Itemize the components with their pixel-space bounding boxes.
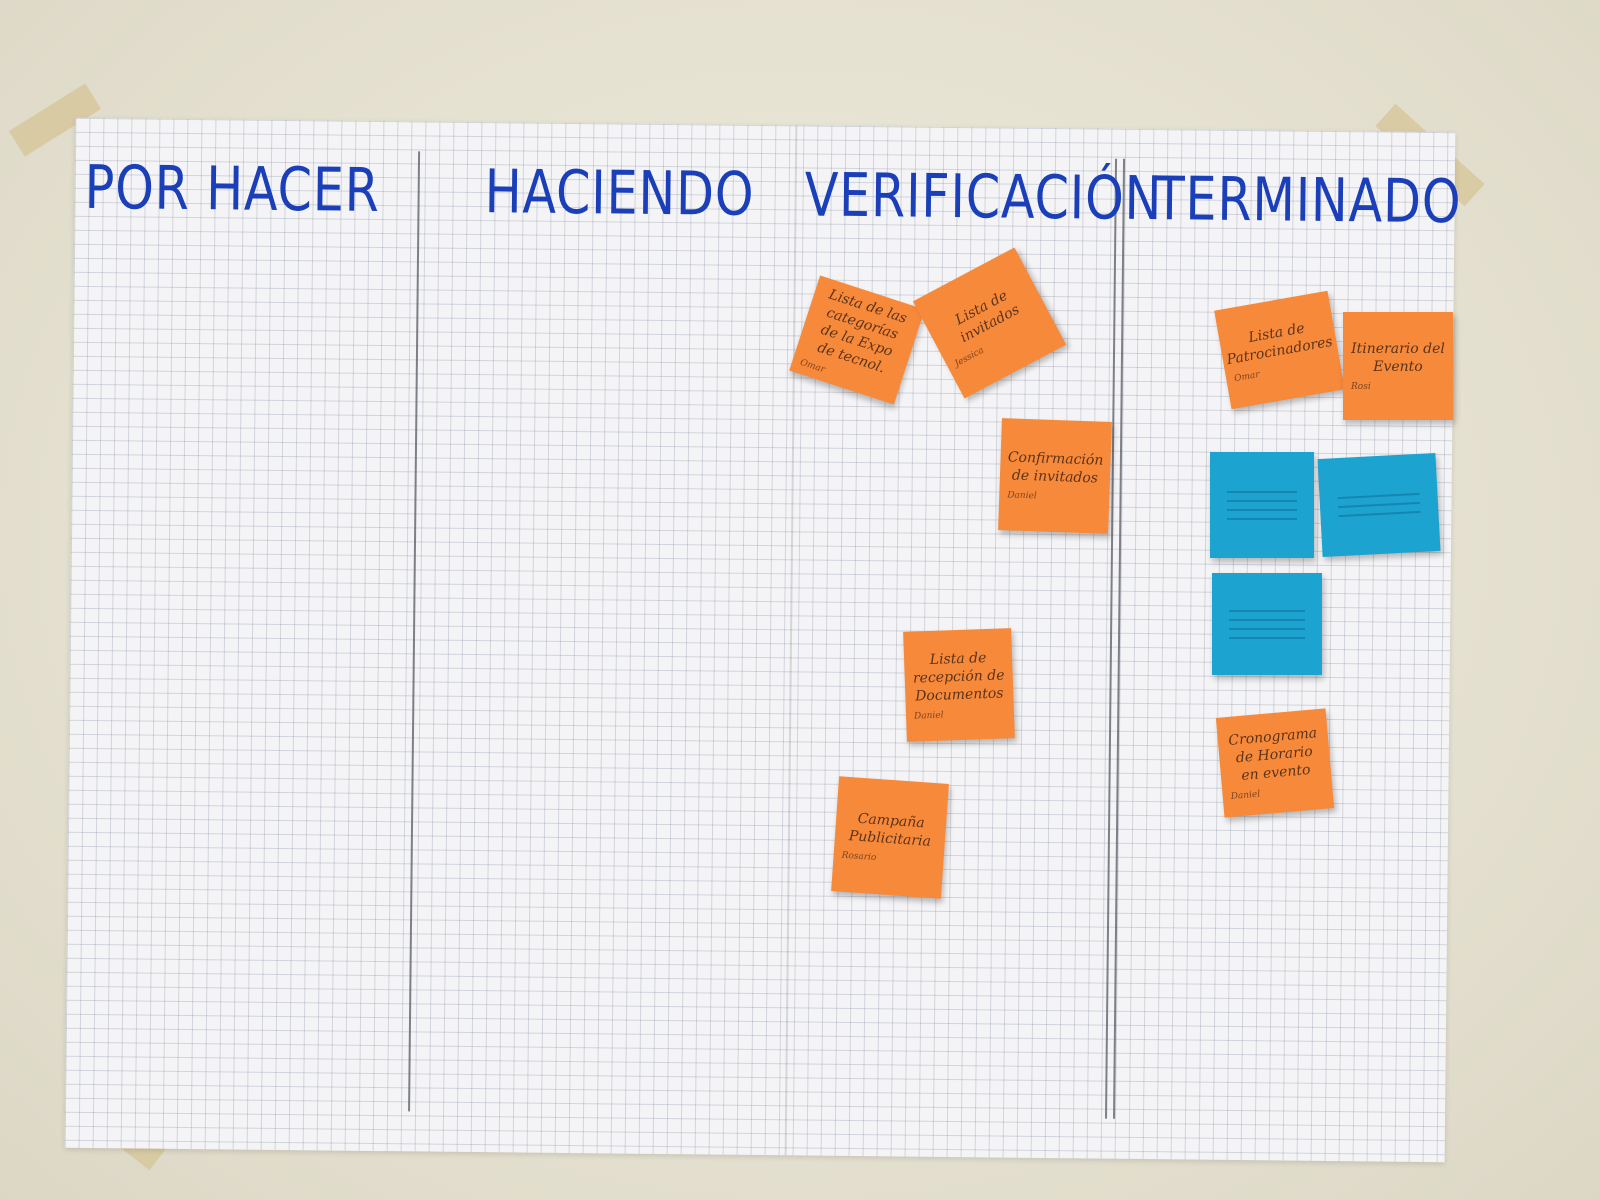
note-text: Itinerario del Evento — [1351, 341, 1445, 375]
sticky-note-blue[interactable] — [1212, 573, 1322, 675]
column-title-done: TERMINADO — [1154, 164, 1462, 238]
column-divider-1 — [408, 151, 421, 1112]
sticky-note-blue[interactable] — [1210, 452, 1314, 558]
note-signature: Daniel — [1230, 789, 1261, 802]
sticky-note[interactable]: Lista de Patrocinadores Omar — [1214, 290, 1345, 410]
note-text: Lista de recepción de Documentos — [912, 650, 1005, 705]
sticky-note[interactable]: Lista de recepción de Documentos Daniel — [903, 628, 1015, 742]
paper-fold — [784, 125, 798, 1156]
note-text: Campaña Publicitaria — [848, 810, 932, 850]
note-signature: Omar — [1233, 369, 1261, 385]
note-signature: Daniel — [913, 710, 944, 722]
sticky-note[interactable]: Campaña Publicitaria Rosario — [831, 776, 949, 899]
faded-writing — [1226, 484, 1298, 527]
sticky-note[interactable]: Itinerario del Evento Rosi — [1343, 312, 1453, 420]
note-text: Lista de invitados — [952, 287, 1023, 347]
note-signature: Omar — [798, 357, 827, 376]
note-signature: Daniel — [1007, 490, 1037, 502]
column-title-doing: HACIENDO — [484, 157, 755, 230]
note-text: Lista de Patrocinadores — [1225, 320, 1334, 369]
sticky-note-blue[interactable] — [1317, 452, 1441, 558]
faded-writing — [1229, 603, 1305, 646]
column-title-verify: VERIFICACIÓN — [804, 160, 1163, 235]
note-signature: Rosario — [841, 850, 877, 863]
sticky-note[interactable]: Confirmación de invitados Daniel — [998, 418, 1112, 534]
note-signature: Rosi — [1351, 382, 1371, 392]
faded-writing — [1337, 486, 1421, 524]
note-text: Cronograma de Horario en evento — [1227, 725, 1318, 784]
note-text: Confirmación de invitados — [1007, 449, 1104, 487]
column-title-todo: POR HACER — [84, 152, 381, 226]
sticky-note[interactable]: Cronograma de Horario en evento Daniel — [1215, 708, 1335, 818]
